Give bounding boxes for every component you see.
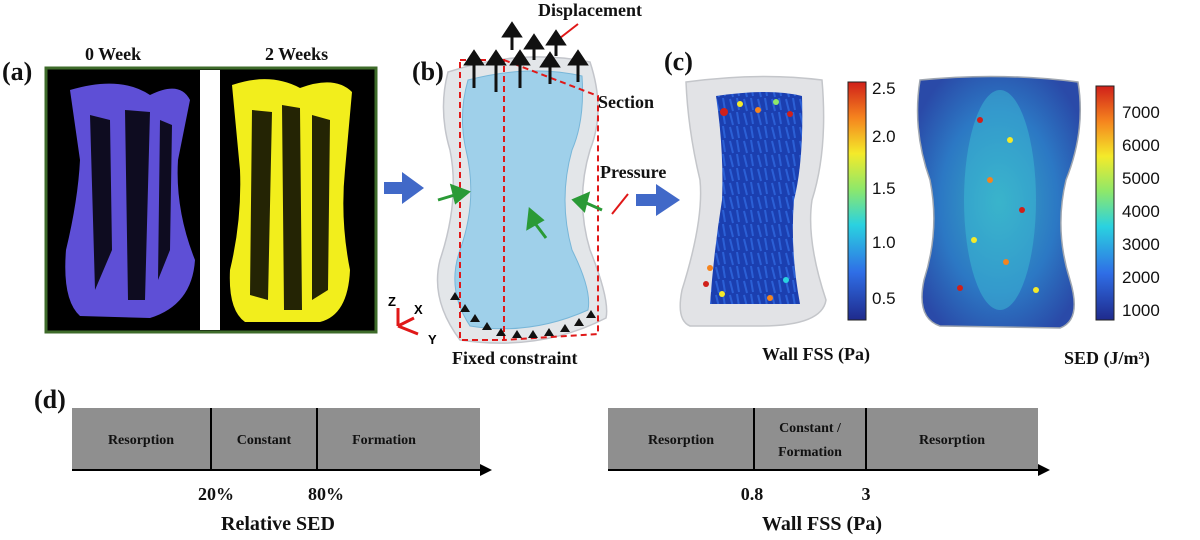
week0-title: 0 Week bbox=[85, 44, 141, 64]
axis-y: Y bbox=[428, 332, 437, 347]
fss-colorbar-ticks: 2.5 2.0 1.5 1.0 0.5 bbox=[872, 79, 896, 308]
pressure-pointer bbox=[611, 193, 629, 215]
fss-colorbar bbox=[847, 81, 867, 321]
panel-d: (d) Resorption Constant Formation 20% 80… bbox=[34, 385, 1050, 535]
sed-tick-4000: 4000 bbox=[1122, 202, 1160, 221]
sed-tick-20: 20% bbox=[198, 484, 234, 504]
pressure-arrows bbox=[437, 183, 603, 239]
sed-scale-bar bbox=[72, 408, 480, 470]
sed-tick-5000: 5000 bbox=[1122, 169, 1160, 188]
displacement-pointer bbox=[559, 23, 579, 39]
sed-tick-2000: 2000 bbox=[1122, 268, 1160, 287]
sed-tick-3000: 3000 bbox=[1122, 235, 1160, 254]
fss-hotspots bbox=[703, 99, 793, 301]
fss-tick-2-0: 2.0 bbox=[872, 127, 896, 146]
sed-tick-80: 80% bbox=[308, 484, 344, 504]
fss-colorbar-title: Wall FSS (Pa) bbox=[762, 344, 870, 365]
fss-tick-0-8: 0.8 bbox=[741, 484, 764, 504]
fss-threshold-scale: Resorption Constant / Formation Resorpti… bbox=[608, 408, 1050, 535]
sed-scale-axis-label: Relative SED bbox=[221, 513, 335, 535]
fixed-constraint-label: Fixed constraint bbox=[452, 348, 578, 368]
sed-bone-map bbox=[916, 75, 1082, 329]
sed-tick-1000: 1000 bbox=[1122, 301, 1160, 320]
sed-threshold-scale: Resorption Constant Formation 20% 80% Re… bbox=[72, 408, 492, 535]
fss-scale-axis-label: Wall FSS (Pa) bbox=[762, 513, 882, 535]
pressure-label: Pressure bbox=[600, 162, 666, 182]
panel-b-label: (b) bbox=[412, 57, 444, 86]
panel-a-label: (a) bbox=[2, 57, 32, 86]
sed-seg-constant: Constant bbox=[237, 433, 292, 448]
sed-core bbox=[964, 90, 1036, 310]
fss-scale-bar bbox=[608, 408, 1038, 470]
arrow-b-to-c bbox=[636, 184, 680, 216]
week2-title: 2 Weeks bbox=[265, 44, 328, 64]
fss-tick-1-0: 1.0 bbox=[872, 233, 896, 252]
image-divider bbox=[200, 70, 220, 330]
sed-tick-6000: 6000 bbox=[1122, 136, 1160, 155]
fixed-constraints bbox=[450, 292, 596, 338]
section-label: Section bbox=[598, 92, 654, 112]
fss-tick-0-5: 0.5 bbox=[872, 289, 896, 308]
panel-c: (c) 2.5 2.0 1.5 1.0 0.5 Wall FSS (Pa) bbox=[664, 47, 1160, 369]
displacement-label: Displacement bbox=[538, 0, 642, 20]
panel-a: (a) 0 Week 2 Weeks bbox=[2, 44, 378, 334]
panel-b: (b) Displacement Section Pressure bbox=[388, 0, 666, 368]
fss-tick-1-5: 1.5 bbox=[872, 179, 896, 198]
bone-2-weeks-cavity bbox=[250, 105, 330, 310]
fss-tick-3: 3 bbox=[862, 484, 871, 504]
fss-seg-constant: Constant / bbox=[779, 421, 842, 436]
arrow-a-to-b bbox=[384, 172, 424, 204]
sed-colorbar bbox=[1095, 85, 1115, 321]
sed-seg-formation: Formation bbox=[352, 433, 416, 448]
sed-tick-7000: 7000 bbox=[1122, 103, 1160, 122]
trabecular-tissue bbox=[454, 70, 590, 330]
fss-seg-resorption-low: Resorption bbox=[648, 433, 714, 448]
bone-0-week-cavity bbox=[90, 110, 172, 300]
axis-triad: Z X Y bbox=[388, 294, 437, 347]
panel-c-label: (c) bbox=[664, 47, 693, 76]
fss-seg-formation: Formation bbox=[778, 445, 842, 460]
sed-hotspots bbox=[957, 117, 1039, 293]
axis-z: Z bbox=[388, 294, 396, 309]
fss-tick-2-5: 2.5 bbox=[872, 79, 896, 98]
axis-x: X bbox=[414, 302, 423, 317]
displacement-arrows bbox=[463, 21, 589, 92]
sed-colorbar-title: SED (J/m³) bbox=[1064, 348, 1150, 369]
fss-trabecular-map bbox=[710, 92, 803, 304]
sed-seg-resorption: Resorption bbox=[108, 433, 174, 448]
panel-d-label: (d) bbox=[34, 385, 66, 414]
fss-seg-resorption-high: Resorption bbox=[919, 433, 985, 448]
sed-colorbar-ticks: 7000 6000 5000 4000 3000 2000 1000 bbox=[1122, 103, 1160, 320]
